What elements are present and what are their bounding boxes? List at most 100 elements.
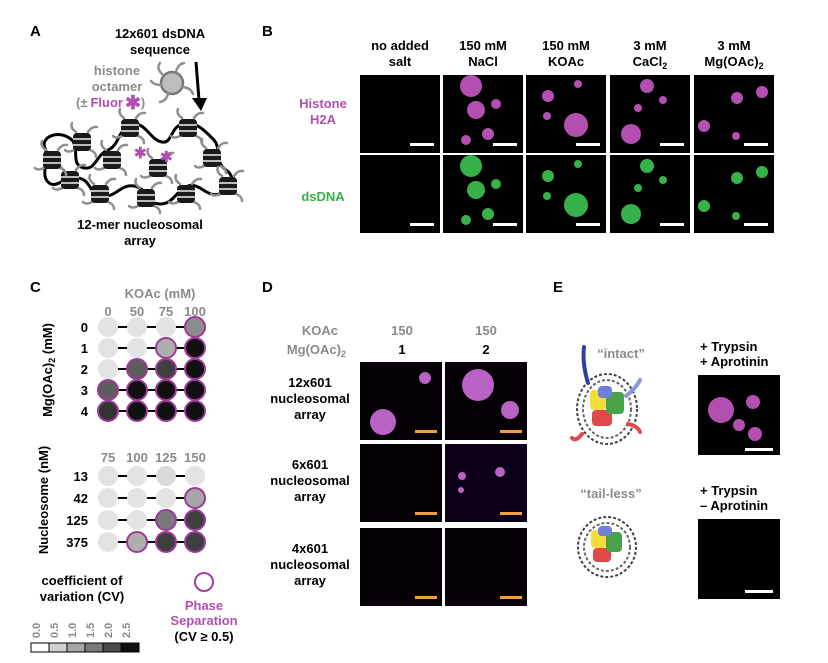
scale-bar	[500, 512, 522, 515]
koac-grid-cell	[126, 358, 148, 380]
octamer-label-line2: octamer	[92, 79, 143, 94]
d-mg-label: Mg(OAc)2	[287, 342, 346, 359]
d-koac-value-1: 150	[391, 323, 413, 338]
micrograph-histone-4	[610, 75, 690, 153]
tailless-label: “tail-less”	[580, 486, 641, 501]
nucleosome-grid-cell	[127, 510, 147, 530]
d-mg-value-2: 2	[482, 342, 489, 357]
nucleosomal-array-icon: ✱ ✱	[33, 107, 245, 215]
koac-grid-y-tick: 4	[81, 404, 89, 419]
droplet	[640, 159, 654, 173]
droplet	[460, 155, 482, 177]
micrograph-dna-3	[526, 155, 606, 233]
droplet	[495, 467, 505, 477]
koac-grid-y-tick: 2	[81, 362, 88, 377]
micrograph-histone-3	[526, 75, 606, 153]
koac-grid-cell	[184, 337, 206, 359]
droplet	[634, 184, 642, 192]
fluor-asterisk-icon: ✱	[125, 93, 141, 114]
condition-header-line2: KOAc	[548, 54, 584, 69]
panel-e: “intact” “tail-less” + Trypsin + Aprotin…	[570, 339, 780, 599]
panel-b-microscopy-grid	[360, 75, 774, 233]
panel-label-a: A	[30, 23, 41, 40]
scale-bar	[415, 512, 437, 515]
nucleosome-icon	[169, 107, 205, 145]
micrograph-dna-4	[610, 155, 690, 233]
koac-grid-cell	[155, 400, 177, 422]
d-koac-value-2: 150	[475, 323, 497, 338]
droplet	[732, 132, 740, 140]
koac-grid-cell	[156, 317, 176, 337]
koac-grid-cell	[184, 400, 206, 422]
droplet	[756, 86, 768, 98]
row-label-histone-line1: Histone	[299, 96, 347, 111]
koac-grid-cell	[97, 379, 119, 401]
octamer-label-line1: histone	[94, 63, 140, 78]
koac-grid-cell	[155, 379, 177, 401]
nucleosome-grid-cell	[98, 466, 118, 486]
nucleosome-grid-y-tick: 42	[74, 491, 88, 506]
d-micrograph-1-1	[360, 362, 442, 440]
row-label-histone-line2: H2A	[310, 112, 337, 127]
droplet	[542, 90, 554, 102]
condition-header-line1: 150 mM	[459, 38, 507, 53]
koac-grid-cell	[98, 359, 118, 379]
fluor-asterisk-icon: ✱ ✱	[134, 145, 173, 166]
e-image-without-aprotinin	[698, 519, 780, 599]
phase-label-line1: Phase	[185, 598, 223, 613]
tailless-nucleosome-structure-icon	[577, 516, 637, 578]
nucleosome-grid-y-tick: 13	[74, 469, 88, 484]
scale-bar	[410, 223, 434, 226]
nucleosome-grid-cell	[126, 531, 148, 553]
scale-bar	[415, 430, 437, 433]
scale-bar	[415, 596, 437, 599]
droplet	[621, 124, 641, 144]
scale-bar	[660, 223, 684, 226]
d-micrograph-2-1	[360, 444, 442, 522]
nucleosome-grid-x-tick: 125	[155, 450, 177, 465]
nucleosome-grid-cell	[156, 466, 176, 486]
cv-legend-tick: 1.0	[67, 623, 79, 638]
scale-bar	[493, 223, 517, 226]
nucleosome-icon	[81, 173, 117, 211]
nucleosome-icon	[193, 137, 229, 175]
nucleosome-grid-cell	[184, 531, 206, 553]
scale-bar	[500, 596, 522, 599]
nucleosome-icons	[33, 107, 245, 215]
panel-label-d: D	[262, 279, 273, 296]
cv-legend-title-line1: coefficient of	[42, 573, 124, 588]
array-label-line1: 12-mer nucleosomal	[77, 217, 203, 232]
droplet	[564, 193, 588, 217]
koac-grid-cell	[98, 338, 118, 358]
droplet	[564, 113, 588, 137]
scale-bar	[493, 143, 517, 146]
koac-grid-cell	[126, 379, 148, 401]
nucleosome-icon	[167, 173, 203, 211]
droplet	[542, 170, 554, 182]
koac-grid-x-tick: 50	[130, 304, 144, 319]
koac-grid-cell	[98, 317, 118, 337]
cv-legend-title-line2: variation (CV)	[40, 589, 125, 604]
d-micrograph-3-2	[445, 528, 527, 606]
koac-grid-cell	[184, 379, 206, 401]
micrograph-histone-1	[360, 75, 440, 153]
condition-header-line2: CaCl2	[633, 54, 668, 71]
nucleosome-grid-cell	[98, 510, 118, 530]
panel-d: KOAc Mg(OAc)2 150 150 1 2 12x601nucleoso…	[270, 323, 527, 606]
nucleosome-grid-cell	[98, 532, 118, 552]
d-micrograph-3-1	[360, 528, 442, 606]
droplet	[461, 215, 471, 225]
cv-legend-tick: 2.0	[103, 623, 115, 638]
d-row-label-line1: 12x601	[288, 375, 331, 390]
nucleosome-grid-cell	[156, 488, 176, 508]
e-cond2-aprotinin: – Aprotinin	[700, 498, 768, 513]
droplet	[461, 135, 471, 145]
cv-legend-tick: 0.0	[31, 623, 43, 638]
phase-label-line2: Separation	[170, 613, 237, 628]
droplet	[467, 181, 485, 199]
panel-a-schematic: 12x601 dsDNA sequence histone octamer (±…	[33, 26, 245, 248]
droplet	[574, 160, 582, 168]
koac-grid-cell	[127, 338, 147, 358]
